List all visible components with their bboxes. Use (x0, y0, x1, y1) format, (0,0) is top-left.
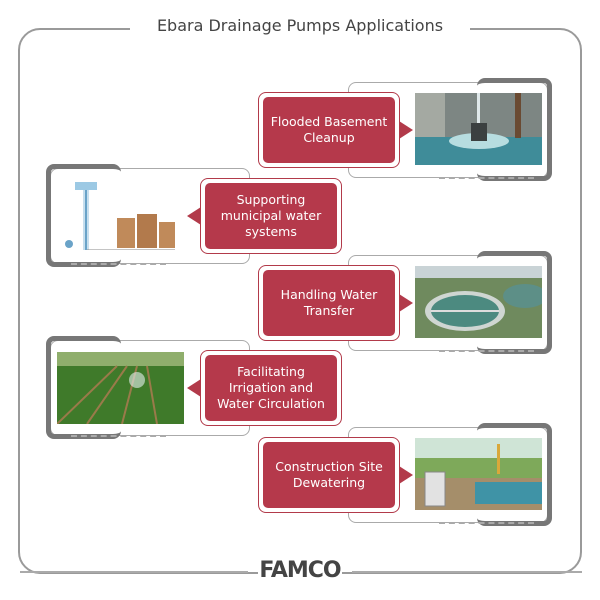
basement-pump-image (415, 93, 542, 165)
application-callout-3: Handling Water Transfer (258, 265, 413, 341)
application-callout-4: Facilitating Irrigation and Water Circul… (187, 350, 342, 426)
application-label: Construction Site Dewatering (263, 442, 395, 508)
famco-logo: FAMCO (0, 556, 600, 586)
application-callout-1: Flooded Basement Cleanup (258, 92, 413, 168)
construction-dewatering-image (415, 438, 542, 510)
logo-text: FAMCO (258, 558, 342, 583)
application-label: Handling Water Transfer (263, 270, 395, 336)
treatment-plant-image (415, 266, 542, 338)
irrigation-field-image (57, 352, 184, 424)
application-label: Facilitating Irrigation and Water Circul… (205, 355, 337, 421)
page-title: Ebara Drainage Pumps Applications (130, 14, 470, 37)
application-callout-5: Construction Site Dewatering (258, 437, 413, 513)
application-label: Supporting municipal water systems (205, 183, 337, 249)
application-label: Flooded Basement Cleanup (263, 97, 395, 163)
application-callout-2: Supporting municipal water systems (187, 178, 342, 254)
water-tower-image (57, 178, 184, 250)
